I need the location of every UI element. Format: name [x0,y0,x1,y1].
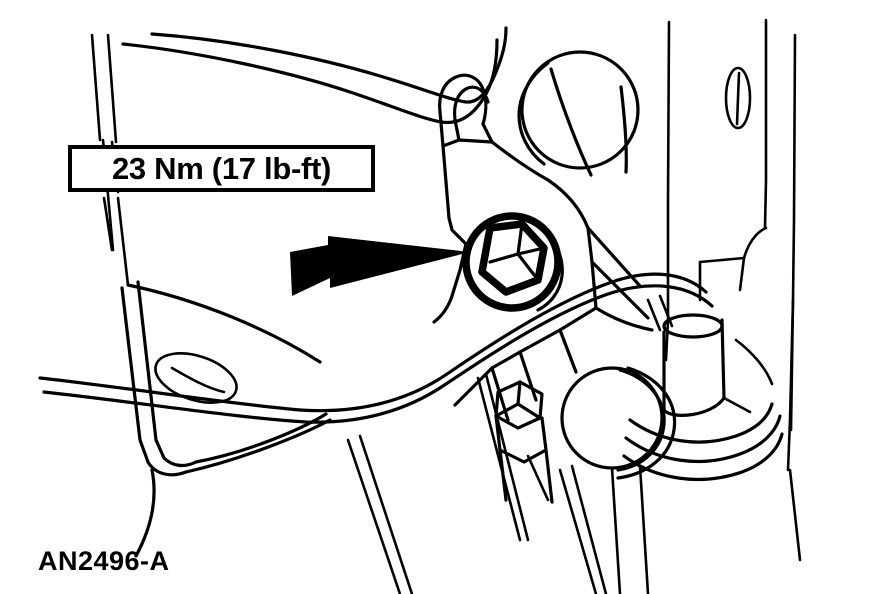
oval-hole-right [724,66,752,130]
bore-hole [560,366,677,480]
tube-lower [38,272,714,424]
panel-right [664,18,797,472]
small-hex-fastener [476,372,554,542]
cylindrical-boss [622,294,784,482]
arrow-icon [290,236,470,296]
figure-id-label: AN2496-A [38,546,170,576]
torque-callout-box: 23 Nm (17 lb-ft) [68,145,375,192]
tab-arm [438,73,550,220]
lower-structure-lines [346,434,802,594]
oval-hole-left [154,352,238,404]
torque-value-label: 23 Nm (17 lb-ft) [111,151,332,186]
tube-upper [121,26,508,125]
round-cap [517,50,640,177]
left-bracket-plate [120,280,332,558]
hex-bolt-head [462,212,564,312]
